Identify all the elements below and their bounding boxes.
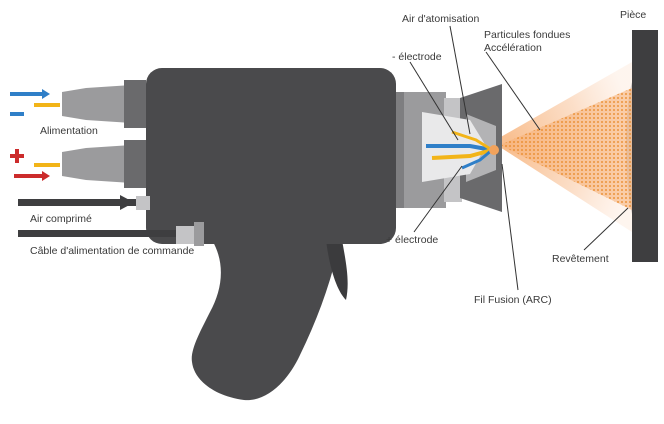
label-electrode-pos: + électrode	[386, 234, 438, 246]
connector-top-cap	[124, 80, 146, 128]
gun-handle	[191, 240, 340, 401]
control-cable	[18, 230, 176, 237]
gun-body	[146, 68, 396, 244]
label-cable: Câble d'alimentation de commande	[30, 245, 194, 257]
leader-electrode-neg	[409, 61, 459, 141]
leader-particules	[485, 51, 541, 131]
wire-positive	[431, 148, 493, 160]
power-neg-yellow-bar	[34, 103, 60, 107]
label-piece: Pièce	[620, 9, 646, 21]
leader-electrode-pos	[413, 165, 463, 233]
power-neg-blue-arrow-head	[42, 89, 50, 99]
minus-icon	[10, 112, 24, 116]
trigger[interactable]	[326, 240, 348, 300]
label-air-comprime: Air comprimé	[30, 213, 92, 225]
label-fil-fusion: Fil Fusion (ARC)	[474, 294, 552, 306]
label-alimentation: Alimentation	[40, 125, 98, 137]
workpiece-plate	[632, 30, 658, 262]
power-pos-yellow-bar	[34, 163, 60, 167]
air-inlet-fitting	[136, 196, 150, 210]
cable-fitting	[176, 226, 194, 244]
label-electrode-neg: - électrode	[392, 51, 442, 63]
leader-revetement	[583, 207, 629, 251]
connector-mid-cap	[124, 140, 146, 188]
label-particules-line1: Particules fondues	[484, 29, 570, 41]
label-revetement: Revêtement	[552, 253, 609, 265]
wire-upper-yellow	[451, 130, 493, 152]
cable-fitting-base	[194, 222, 204, 246]
label-air-atomisation: Air d'atomisation	[402, 13, 479, 25]
leader-air-atomisation	[449, 25, 471, 135]
leader-fil-fusion	[501, 163, 519, 291]
power-pos-red-arrow-head	[42, 171, 50, 181]
air-hose	[18, 199, 136, 206]
label-particules-line2: Accélération	[484, 42, 542, 54]
wire-negative	[426, 144, 493, 152]
plus-sign-icon	[10, 149, 24, 163]
front-housing-shade	[396, 92, 404, 208]
arc-point	[489, 145, 499, 155]
air-arrow-head	[120, 195, 134, 210]
wire-lower-blue	[461, 148, 493, 170]
